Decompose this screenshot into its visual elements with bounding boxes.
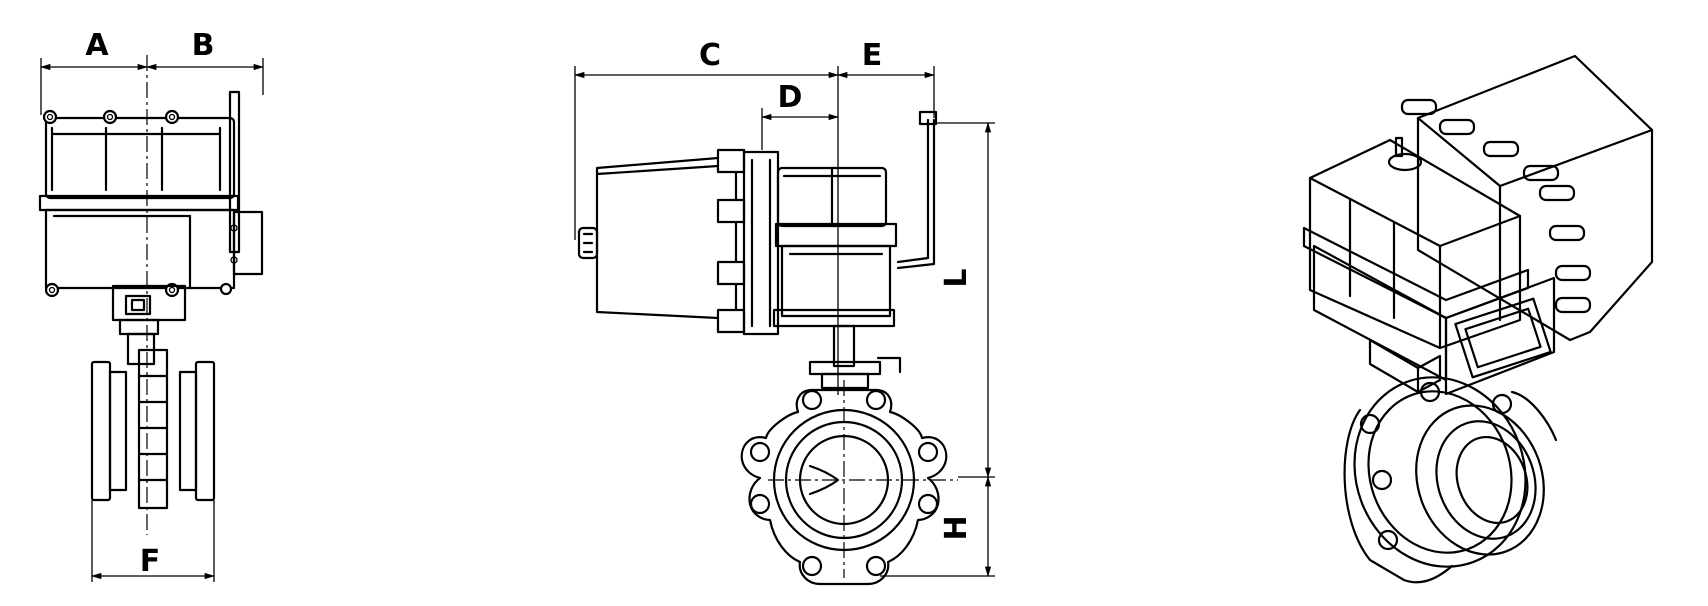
dim-label-b: B <box>192 28 215 63</box>
dim-label-l: L <box>939 268 974 287</box>
dim-label-a: A <box>85 28 109 63</box>
dim-label-f: F <box>140 544 161 579</box>
dim-label-e: E <box>862 38 883 73</box>
isometric-view <box>1302 54 1654 584</box>
dim-label-d: D <box>778 80 803 115</box>
front-view <box>38 55 265 582</box>
dimension-labels: A B C E D F L H <box>85 28 974 579</box>
dim-label-c: C <box>699 38 721 73</box>
side-view <box>573 66 995 586</box>
dim-label-h: H <box>939 515 974 540</box>
